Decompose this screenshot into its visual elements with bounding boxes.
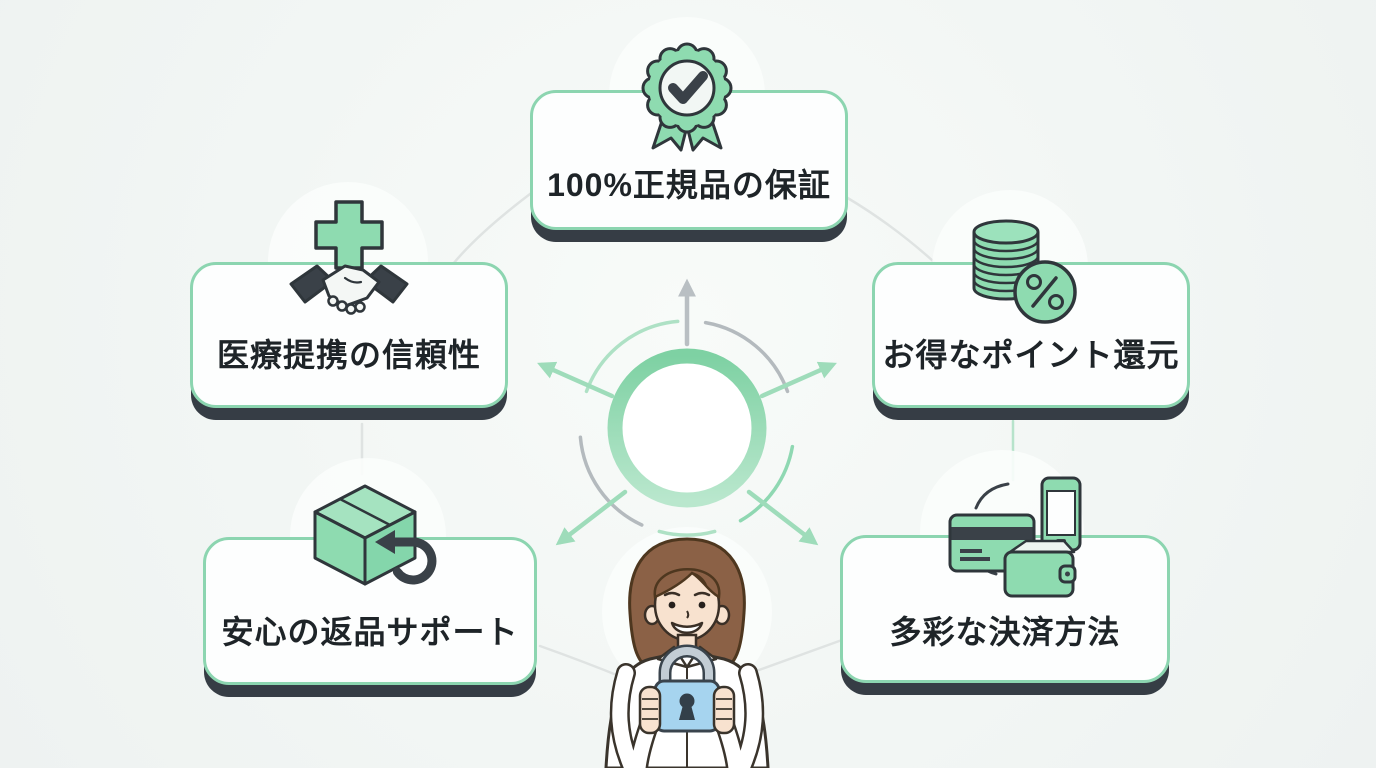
padlock-icon	[653, 644, 721, 733]
medical-cross-handshake-icon	[289, 200, 409, 315]
card-authenticity-label: 100%正規品の保証	[547, 167, 831, 203]
card-medical-trust-label: 医療提携の信頼性	[216, 337, 481, 373]
card-point-reward-label: お得なポイント還元	[882, 337, 1180, 373]
coin-stack-percent-icon	[972, 219, 1077, 324]
smartphone-icon	[1040, 476, 1082, 552]
payment-methods-icon	[948, 476, 1082, 598]
radiating-arrows	[537, 278, 837, 546]
smile	[670, 621, 704, 634]
woman-holding-padlock-illustration	[604, 537, 770, 768]
card-return-support-label: 安心の返品サポート	[221, 614, 519, 650]
card-payment-variety-label: 多彩な決済方法	[889, 614, 1121, 650]
arrow-lower-right	[746, 489, 819, 546]
hands	[638, 685, 736, 735]
bangs	[653, 568, 721, 599]
ribbon-check-badge-icon	[641, 42, 733, 152]
arrow-lower-left	[555, 489, 628, 546]
return-box-icon	[313, 484, 437, 586]
arrow-upper-right	[759, 361, 837, 399]
wallet-icon	[1003, 539, 1077, 598]
arrow-upper-left	[537, 361, 615, 399]
hub-ring	[607, 348, 767, 508]
hub-arc-segments	[578, 319, 795, 537]
